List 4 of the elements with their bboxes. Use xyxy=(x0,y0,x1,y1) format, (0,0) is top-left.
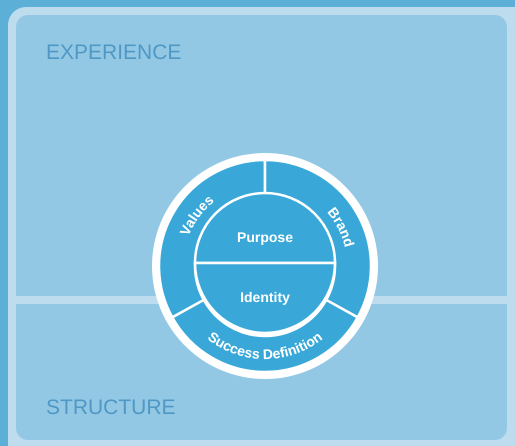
section-title: STRUCTURE xyxy=(46,396,176,420)
segment-label: Identity xyxy=(240,289,290,305)
segment-label: Purpose xyxy=(237,229,293,245)
section-title: EXPERIENCE xyxy=(46,41,182,65)
